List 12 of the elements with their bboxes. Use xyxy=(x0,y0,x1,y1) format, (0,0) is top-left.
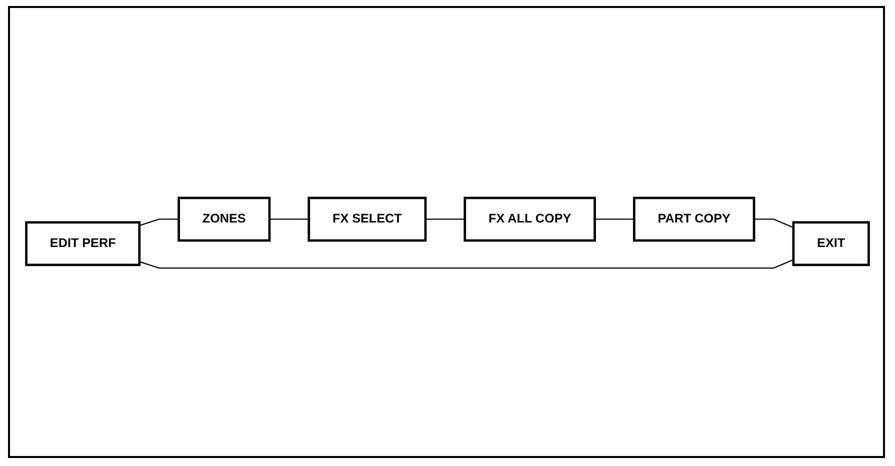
connector xyxy=(425,218,465,220)
node-box: FX SELECT xyxy=(308,196,427,242)
node-box: PART COPY xyxy=(632,196,756,242)
connector xyxy=(754,218,794,228)
connector xyxy=(139,218,179,226)
node-box: EXIT xyxy=(792,221,870,266)
connector xyxy=(594,218,634,220)
connector xyxy=(269,218,309,220)
node-box: FX ALL COPY xyxy=(464,196,596,242)
node-box: EDIT PERF xyxy=(25,221,141,266)
node-box: ZONES xyxy=(178,196,271,242)
connector xyxy=(139,259,794,269)
